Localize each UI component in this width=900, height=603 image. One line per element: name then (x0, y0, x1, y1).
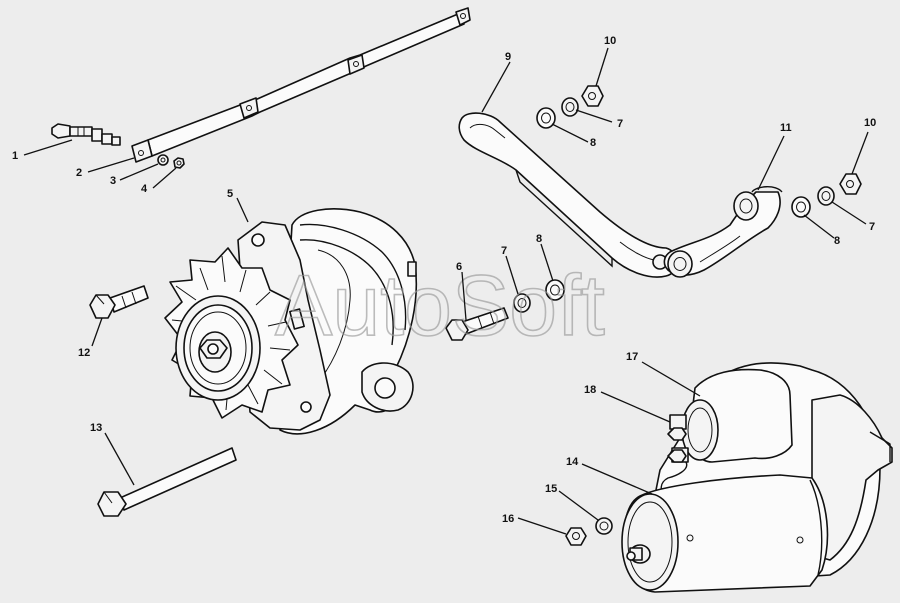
callout-9: 9 (505, 51, 511, 63)
part-1-glow-plug (51, 123, 121, 146)
watermark-text: AutoSoft (275, 258, 605, 354)
part-11-bracket-arm (663, 186, 783, 278)
part-8-washer-c (791, 196, 811, 218)
callout-7-bolt: 7 (501, 245, 507, 257)
callout-10-right: 10 (864, 117, 876, 129)
part-16-nut (565, 527, 587, 546)
callout-8-right: 8 (834, 235, 840, 247)
part-5-alternator (164, 208, 418, 435)
callout-13: 13 (90, 422, 102, 434)
part-14-starter-motor (621, 362, 893, 593)
callout-7-top: 7 (617, 118, 623, 130)
callout-1: 1 (12, 150, 18, 162)
callout-7-right: 7 (869, 221, 875, 233)
part-4-nut (173, 157, 185, 169)
part-10-nut-b (839, 173, 862, 195)
part-2-bracket-strip (131, 7, 471, 163)
callout-11: 11 (780, 122, 792, 134)
part-10-nut-a (581, 85, 604, 107)
callout-18: 18 (584, 384, 596, 396)
part-7-washer-c (817, 186, 835, 206)
part-13-long-bolt (97, 447, 237, 517)
part-12-short-bolt (89, 285, 149, 319)
part-8-washer-a (545, 279, 565, 301)
callout-14: 14 (566, 456, 579, 468)
callout-12: 12 (78, 347, 90, 359)
part-7-washer-b (561, 97, 579, 117)
leader-lines (23, 47, 869, 535)
part-7-washer-a (513, 293, 531, 313)
callout-labels: 1 2 3 4 5 6 7 7 7 8 8 8 9 10 10 11 12 13… (12, 35, 876, 525)
callout-10-top: 10 (604, 35, 616, 47)
callout-2: 2 (76, 167, 82, 179)
callout-15: 15 (545, 483, 557, 495)
callout-5: 5 (227, 188, 233, 200)
part-9-adjusting-link (458, 112, 679, 278)
callout-16: 16 (502, 513, 514, 525)
callout-4: 4 (141, 183, 148, 195)
callout-8-bolt: 8 (536, 233, 542, 245)
callout-17: 17 (626, 351, 638, 363)
part-8-washer-b (536, 107, 556, 129)
callout-8-top: 8 (590, 137, 596, 149)
part-15-washer (595, 517, 613, 535)
callout-6: 6 (456, 261, 462, 273)
part-6-bolt (445, 307, 509, 341)
callout-3: 3 (110, 175, 116, 187)
part-3-washer (157, 154, 169, 166)
